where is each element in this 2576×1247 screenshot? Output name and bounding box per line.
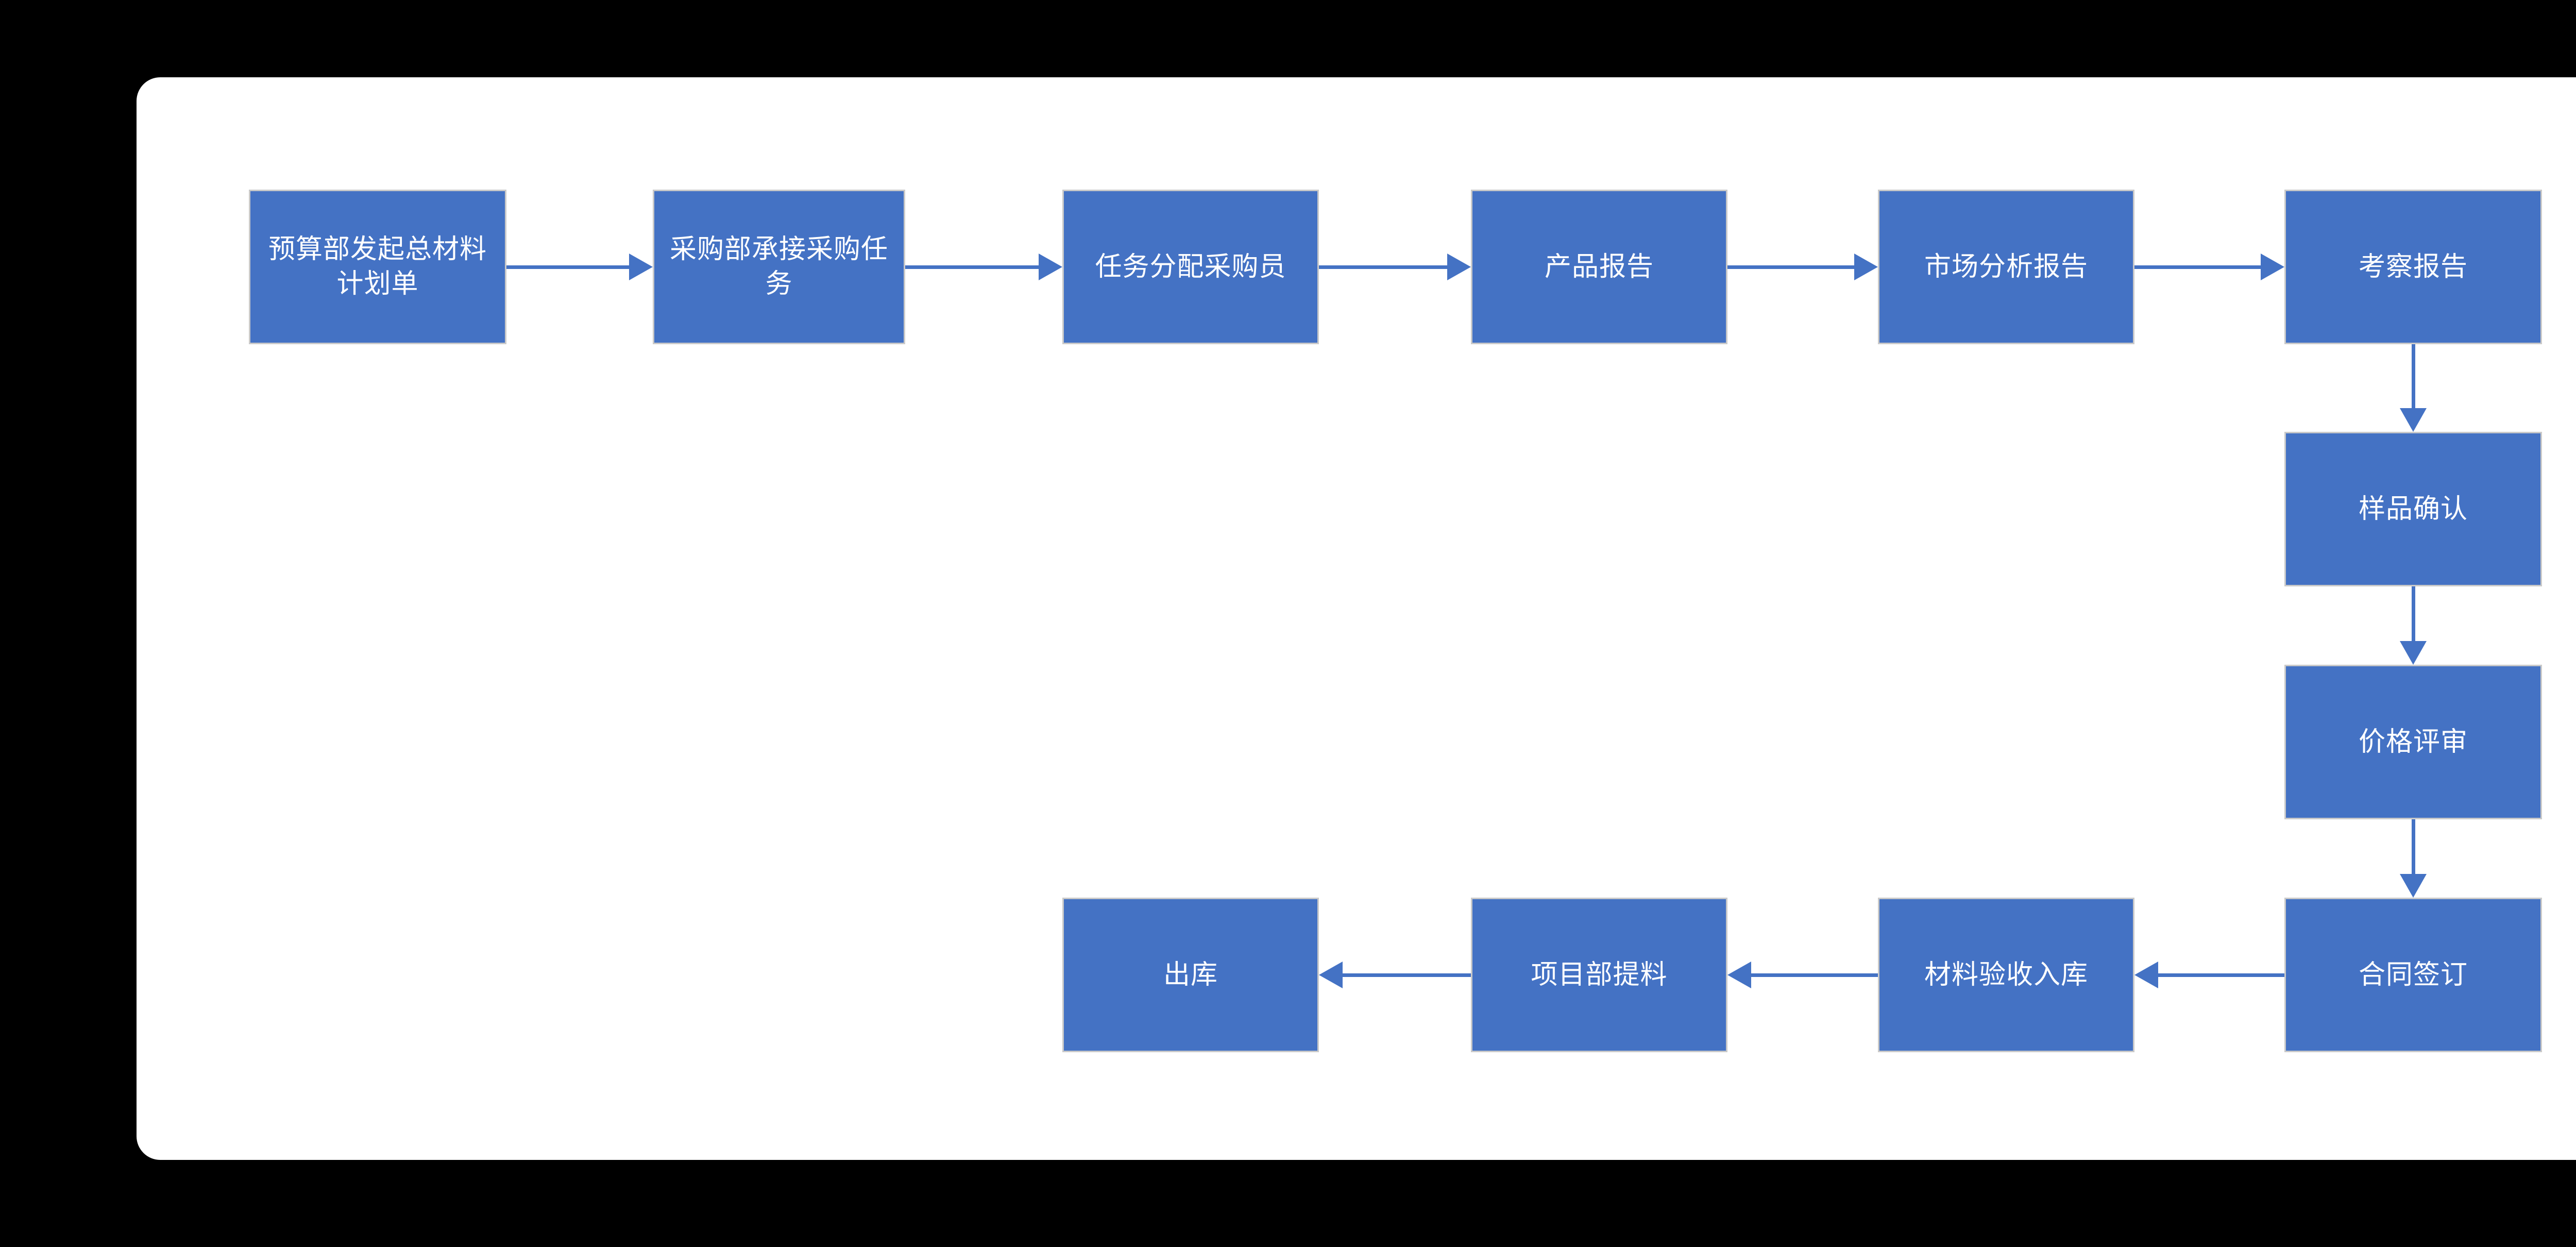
edge-n1-n2-line — [506, 265, 629, 269]
edge-n10-n11-line — [1751, 973, 1878, 977]
edge-n5-n6-line — [2134, 265, 2261, 269]
edge-n4-n5-line — [1727, 265, 1854, 269]
edge-n7-n8-line — [2412, 586, 2415, 641]
flow-node-label: 采购部承接采购任务 — [669, 234, 888, 299]
edge-n8-n9-arrowhead — [2400, 874, 2427, 898]
edge-n9-n10-arrowhead — [2134, 962, 2158, 988]
flow-node-contract-sign[interactable]: 合同签订 — [2284, 898, 2542, 1052]
flow-node-purchase-accept[interactable]: 采购部承接采购任务 — [653, 190, 905, 344]
flow-node-label: 材料验收入库 — [1924, 959, 2088, 990]
flow-node-label: 出库 — [1163, 959, 1218, 990]
flow-node-label: 考察报告 — [2358, 251, 2468, 282]
flow-node-price-review[interactable]: 价格评审 — [2284, 665, 2542, 819]
flow-node-label: 价格评审 — [2358, 727, 2468, 757]
edge-n6-n7-arrowhead — [2400, 408, 2427, 432]
edge-n8-n9-line — [2412, 819, 2415, 874]
edge-n6-n7-line — [2412, 344, 2415, 408]
edge-n7-n8-arrowhead — [2400, 641, 2427, 665]
flow-node-assign-buyer[interactable]: 任务分配采购员 — [1062, 190, 1319, 344]
flow-node-project-request[interactable]: 项目部提料 — [1471, 898, 1727, 1052]
edge-n9-n10-line — [2158, 973, 2284, 977]
flow-node-label: 合同签订 — [2358, 959, 2468, 990]
flow-node-label: 市场分析报告 — [1924, 251, 2088, 282]
flow-node-material-receive[interactable]: 材料验收入库 — [1878, 898, 2134, 1052]
edge-n11-n12-line — [1343, 973, 1471, 977]
edge-n3-n4-line — [1319, 265, 1447, 269]
edge-n11-n12-arrowhead — [1319, 962, 1343, 988]
edge-n5-n6-arrowhead — [2261, 254, 2284, 280]
flow-node-label: 样品确认 — [2358, 494, 2468, 524]
edge-n2-n3-line — [905, 265, 1039, 269]
edge-n4-n5-arrowhead — [1854, 254, 1878, 280]
edge-n10-n11-arrowhead — [1727, 962, 1751, 988]
edge-n3-n4-arrowhead — [1447, 254, 1471, 280]
edge-n1-n2-arrowhead — [629, 254, 653, 280]
flow-node-label: 项目部提料 — [1531, 959, 1668, 990]
flow-node-budget-request[interactable]: 预算部发起总材料计划单 — [249, 190, 506, 344]
flow-node-survey-report[interactable]: 考察报告 — [2284, 190, 2542, 344]
flow-node-sample-confirm[interactable]: 样品确认 — [2284, 432, 2542, 586]
flow-node-label: 预算部发起总材料计划单 — [268, 234, 487, 299]
flow-node-label: 任务分配采购员 — [1095, 251, 1286, 282]
flow-node-label: 产品报告 — [1544, 251, 1654, 282]
edge-n2-n3-arrowhead — [1039, 254, 1062, 280]
flow-node-product-report[interactable]: 产品报告 — [1471, 190, 1727, 344]
flow-node-outbound[interactable]: 出库 — [1062, 898, 1319, 1052]
flow-node-market-analysis[interactable]: 市场分析报告 — [1878, 190, 2134, 344]
app-window — [137, 77, 2576, 1160]
